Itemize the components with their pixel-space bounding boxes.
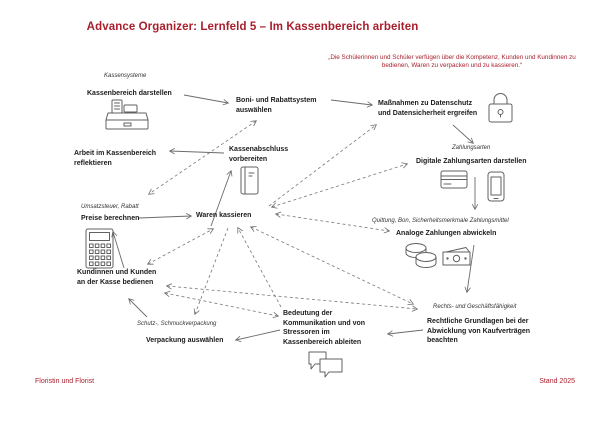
edge-kundinnen-bedienen-to-preise-berechnen: [111, 230, 125, 269]
edge-kassenbereich-darstellen-to-boni-rabattsystem: [183, 94, 230, 106]
edge-kassenabschluss-to-arbeit-reflektieren: [168, 148, 225, 155]
calculator-icon: [85, 228, 114, 269]
edge-waren-kassieren-to-massnahmen-datenschutz: [268, 124, 377, 207]
node-rechtliche-grundlagen: Rechtliche Grundlagen bei der Abwicklung…: [427, 318, 531, 344]
credit-card-icon: [440, 170, 468, 189]
node-bedeutung-kommunikation: Bedeutung der Kommunikation und von Stre…: [283, 310, 366, 346]
edge-bedeutung-kommunikation-to-verpackung-auswaehlen: [234, 329, 281, 343]
footer-left: Floristin und Florist: [35, 378, 95, 385]
node-kassenabschluss: Kassenabschluss vorbereiten: [229, 146, 289, 163]
competency-quote: „Die Schülerinnen und Schüler verfügen ü…: [328, 54, 576, 69]
edge-boni-rabattsystem-to-massnahmen-datenschutz: [330, 99, 374, 108]
node-zahlungsarten-label: Zahlungsarten: [452, 145, 491, 151]
node-quittung-label: Quittung, Bon, Sicherheitsmerkmale Zahlu…: [372, 218, 509, 224]
node-waren-kassieren: Waren kassieren: [196, 212, 252, 219]
node-schutzverpackung-label: Schutz-, Schmuckverpackung: [137, 321, 217, 327]
edge-verpackung-auswaehlen-to-kundinnen-bedienen: [128, 298, 148, 318]
edge-rechtliche-grundlagen-to-bedeutung-kommunikation: [386, 329, 424, 337]
footer-right: Stand 2025: [539, 378, 575, 385]
ledger-icon: [239, 166, 260, 195]
node-kassensysteme-label: Kassensysteme: [104, 73, 147, 79]
edge-kundinnen-bedienen-to-waren-kassieren: [146, 228, 215, 265]
node-digitale-zahlungsarten: Digitale Zahlungsarten darstellen: [416, 158, 527, 165]
speech-bubbles-icon: [305, 350, 345, 380]
coins-icon: [404, 242, 440, 269]
edge-preise-berechnen-to-waren-kassieren: [138, 213, 193, 220]
node-preise-berechnen: Preise berechnen: [81, 215, 140, 222]
edge-waren-kassieren-to-verpackung-auswaehlen: [193, 227, 229, 316]
banknote-icon: [442, 246, 472, 267]
edge-waren-kassieren-to-digitale-zahlungsarten: [270, 162, 409, 209]
node-kundinnen-bedienen: Kundinnen und Kunden an der Kasse bedien…: [77, 269, 157, 286]
node-massnahmen-datenschutz: Maßnahmen zu Datenschutz und Datensicher…: [378, 100, 478, 117]
node-umsatzsteuer-label: Umsatzsteuer, Rabatt: [81, 204, 139, 210]
node-rechtsfaehigkeit-label: Rechts- und Geschäftsfähigkeit: [433, 304, 517, 310]
lock-icon: [486, 91, 515, 124]
edge-kundinnen-bedienen-to-bedeutung-kommunikation: [163, 290, 280, 319]
node-verpackung-auswaehlen: Verpackung auswählen: [146, 337, 224, 344]
node-kassenbereich-darstellen: Kassenbereich darstellen: [87, 90, 172, 97]
edge-waren-kassieren-to-rechtliche-grundlagen: [249, 226, 415, 305]
node-analoge-zahlungen: Analoge Zahlungen abwickeln: [396, 230, 497, 237]
edge-massnahmen-datenschutz-to-digitale-zahlungsarten: [452, 124, 474, 144]
edge-kundinnen-bedienen-to-rechtliche-grundlagen: [165, 283, 419, 312]
page-title: Advance Organizer: Lernfeld 5 – Im Kasse…: [86, 21, 419, 33]
cash-register-icon: [104, 99, 150, 132]
node-arbeit-reflektieren: Arbeit im Kassenbereich reflektieren: [74, 150, 157, 167]
node-boni-rabattsystem: Boni- und Rabattsystem auswählen: [236, 97, 317, 114]
edge-bedeutung-kommunikation-to-waren-kassieren: [237, 226, 282, 308]
smartphone-icon: [487, 171, 505, 202]
